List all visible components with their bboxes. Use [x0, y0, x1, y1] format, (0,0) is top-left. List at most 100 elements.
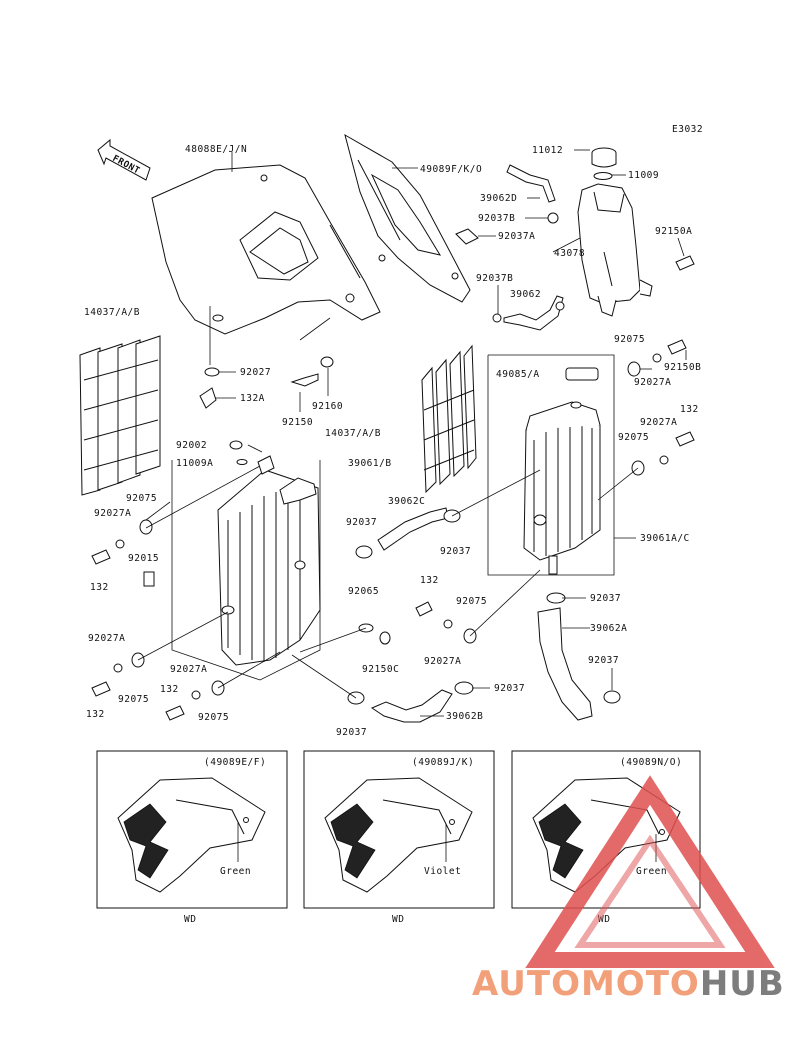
inset-3-code: (49089N/O) — [620, 757, 682, 768]
hose-39062c — [377, 507, 449, 551]
inset-2-note: WD — [392, 914, 404, 925]
inset-3-color: Green — [636, 866, 667, 877]
label-132-l3: 132 — [160, 684, 179, 695]
clamp-92037a-top — [455, 228, 479, 245]
inset-2-color: Violet — [424, 866, 461, 877]
label-92037-c3: 92037 — [494, 683, 525, 694]
label-132-l2: 132 — [86, 709, 105, 720]
label-92027-top: 92027 — [240, 367, 271, 378]
center-shroud — [344, 133, 471, 303]
label-92037-l1: 92037 — [346, 517, 377, 528]
label-92150c: 92150C — [362, 664, 399, 675]
diagram-code: E3032 — [672, 124, 703, 135]
label-92065: 92065 — [348, 586, 379, 597]
label-11009: 11009 — [628, 170, 659, 181]
washer-11009a — [236, 459, 248, 465]
label-92037b-top: 92037B — [478, 213, 515, 224]
label-132-c: 132 — [420, 575, 439, 586]
label-92027a-r2: 92027A — [640, 417, 677, 428]
right-radiator — [523, 401, 601, 575]
bolt-92150b — [667, 339, 687, 355]
leader-lines — [137, 149, 687, 717]
label-92075-l1: 92075 — [126, 493, 157, 504]
bolt-132-l2 — [91, 681, 111, 697]
watermark-part1: AUTOMOTO — [472, 964, 700, 1004]
label-92027a-l2: 92027A — [88, 633, 125, 644]
label-92160: 92160 — [312, 401, 343, 412]
center-radiator-guard — [421, 344, 477, 494]
label-92027a-r1: 92027A — [634, 377, 671, 388]
left-radiator — [217, 455, 321, 666]
bolt-132-c — [415, 601, 433, 617]
cap-seal — [593, 172, 613, 180]
bolt-92150c — [379, 631, 391, 645]
label-92015: 92015 — [128, 553, 159, 564]
inset-1-code: (49089E/F) — [204, 757, 266, 768]
left-shroud — [151, 164, 381, 335]
label-92037b-mid: 92037B — [476, 273, 513, 284]
clip-92015 — [143, 571, 155, 587]
bolt-132-l1 — [91, 549, 111, 565]
label-14037-left: 14037/A/B — [84, 307, 140, 318]
label-132-l1: 132 — [90, 582, 109, 593]
label-49085: 49085/A — [496, 369, 540, 380]
inset-1-note: WD — [184, 914, 196, 925]
watermark-text: AUTOMOTOHUB — [472, 964, 785, 1004]
bolt-92150 — [290, 373, 319, 387]
label-92002: 92002 — [176, 440, 207, 451]
part-labels: 48088E/J/N 49089F/K/O 11012 11009 39062D… — [84, 144, 701, 738]
hose-39062b — [370, 689, 453, 723]
label-92027a-l3: 92027A — [170, 664, 207, 675]
label-49089fko: 49089F/K/O — [420, 164, 482, 175]
label-92150a: 92150A — [655, 226, 692, 237]
hose-39062a — [537, 607, 593, 721]
bolt-132-l3 — [165, 705, 185, 721]
front-arrow-icon: FRONT — [97, 138, 151, 181]
inset-3-note: WD — [598, 914, 610, 925]
label-92037a-top: 92037A — [498, 231, 535, 242]
grommet-92075-l1 — [139, 519, 153, 535]
bolt-92150a — [675, 255, 695, 271]
clamp-92037-c3 — [454, 681, 474, 695]
clamp-92037-r3 — [603, 690, 621, 704]
inset-1-color: Green — [220, 866, 251, 877]
emblem-49085 — [565, 367, 599, 381]
washer-92027a-l2 — [113, 663, 123, 673]
label-92027a-c: 92027A — [424, 656, 461, 667]
label-39061ac: 39061A/C — [640, 533, 690, 544]
plug-92002 — [229, 440, 243, 450]
watermark-logo — [525, 775, 775, 968]
label-92027a-l1: 92027A — [94, 508, 131, 519]
label-132-r: 132 — [680, 404, 699, 415]
label-92075-r1: 92075 — [614, 334, 645, 345]
hose-39062 — [503, 295, 564, 331]
label-132a: 132A — [240, 393, 265, 404]
label-48088: 48088E/J/N — [185, 144, 247, 155]
watermark-part2: HUB — [700, 964, 785, 1004]
label-11012: 11012 — [532, 145, 563, 156]
grommet-92027 — [204, 367, 220, 377]
washer-92027a-c — [443, 619, 453, 629]
grommet-92075-r1 — [627, 361, 641, 377]
label-43078: 43078 — [554, 248, 585, 259]
radiator-cap — [591, 147, 617, 168]
washer-92027a-l3 — [191, 690, 201, 700]
label-39062b: 39062B — [446, 711, 483, 722]
label-14037-mid: 14037/A/B — [325, 428, 381, 439]
clamp-92037-l1 — [355, 545, 373, 559]
label-92150: 92150 — [282, 417, 313, 428]
label-92075-l3: 92075 — [198, 712, 229, 723]
label-39061b: 39061/B — [348, 458, 392, 469]
label-92037-c2: 92037 — [336, 727, 367, 738]
inset-1: (49089E/F) Green — [96, 750, 288, 909]
reservoir-tank — [577, 183, 653, 317]
label-92150b: 92150B — [664, 362, 701, 373]
label-92037-r2: 92037 — [590, 593, 621, 604]
clamp-92037b-top — [547, 212, 559, 224]
inset-2: (49089J/K) Violet — [303, 750, 495, 909]
label-11009a: 11009A — [176, 458, 213, 469]
label-39062d: 39062D — [480, 193, 517, 204]
label-39062a: 39062A — [590, 623, 627, 634]
label-92075-r2: 92075 — [618, 432, 649, 443]
hose-39062d — [506, 164, 556, 203]
